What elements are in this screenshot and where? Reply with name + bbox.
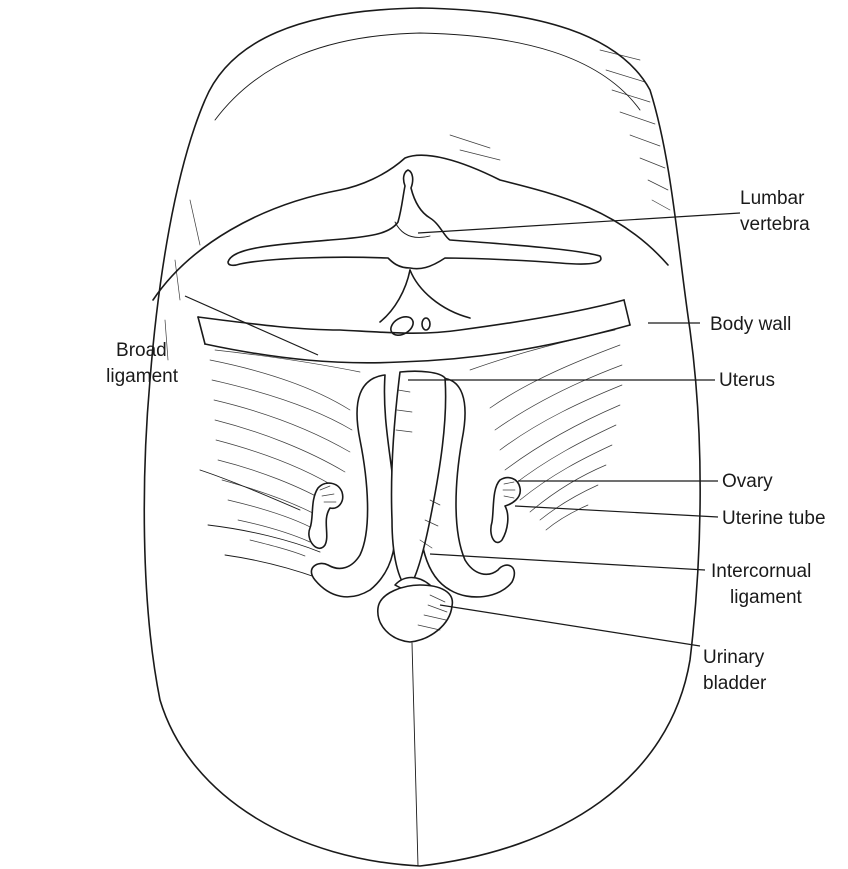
labels: Lumbar vertebra Body wall Broad ligament…	[106, 188, 825, 694]
label-urinary-bladder: Urinary bladder	[703, 647, 770, 694]
right-ovary-illustration	[491, 478, 520, 543]
lumbar-vertebra-illustration	[228, 170, 601, 339]
urinary-bladder-illustration	[378, 585, 453, 642]
dorsal-cut-line	[198, 300, 630, 363]
label-intercornual-ligament: Intercornual ligament	[711, 561, 817, 608]
leader-urinary-bladder	[440, 605, 700, 646]
label-uterine-tube: Uterine tube	[722, 508, 826, 529]
label-broad-ligament: Broad ligament	[106, 340, 179, 387]
label-uterus: Uterus	[719, 370, 775, 391]
left-ovary-illustration	[309, 483, 343, 548]
ventral-midline	[412, 643, 418, 866]
label-lumbar-vertebra: Lumbar vertebra	[740, 188, 810, 235]
leader-broad-ligament	[185, 296, 318, 355]
label-body-wall: Body wall	[710, 314, 791, 335]
label-ovary: Ovary	[722, 471, 773, 492]
leader-lumbar-vertebra	[418, 213, 740, 233]
